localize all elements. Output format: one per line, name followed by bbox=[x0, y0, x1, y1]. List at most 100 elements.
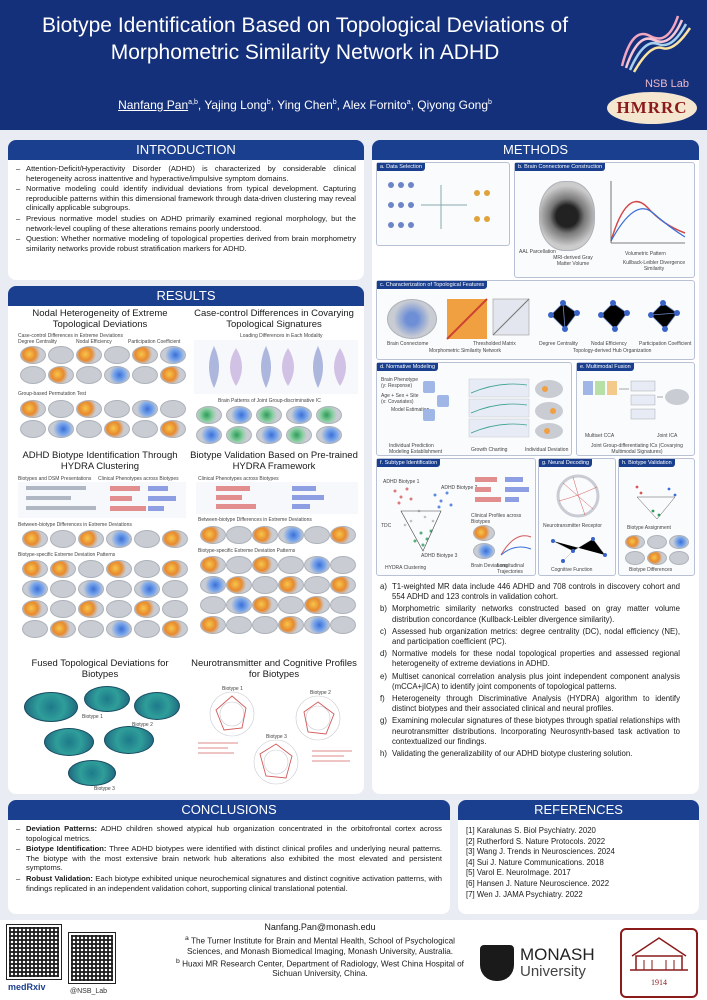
mri-image bbox=[539, 181, 595, 251]
conclusions-heading: CONCLUSIONS bbox=[8, 800, 450, 820]
poster-header: Biotype Identification Based on Topologi… bbox=[0, 0, 707, 130]
brain-map bbox=[330, 526, 356, 544]
list-item: Deviation Patterns: ADHD children showed… bbox=[16, 824, 442, 843]
brain-map bbox=[106, 600, 132, 618]
brain-map bbox=[20, 366, 46, 384]
results-subtitle: ADHD Biotype Identification Through HYDR… bbox=[22, 450, 178, 472]
medrxiv-logo: medRxiv bbox=[8, 982, 46, 992]
brain-map bbox=[278, 556, 304, 574]
figure-label: Biotype 3 bbox=[94, 786, 115, 792]
figure-label: Brain Phenotype (y: Response) bbox=[381, 377, 418, 389]
brain-map bbox=[669, 535, 689, 549]
brain-map bbox=[50, 620, 76, 638]
hydra-scatter bbox=[393, 487, 453, 552]
brain-map bbox=[48, 420, 74, 438]
contact-email[interactable]: Nanfang.Pan@monash.edu bbox=[264, 922, 376, 932]
figure-label: Biotype 2 bbox=[132, 722, 153, 728]
item-text: Three ADHD biotypes were identified with… bbox=[26, 844, 443, 873]
method-box: g. Neural Decoding Neurotransmitter Rece… bbox=[538, 458, 616, 576]
brain-map bbox=[134, 692, 180, 720]
brain-map bbox=[226, 556, 252, 574]
brain-map bbox=[278, 526, 304, 544]
brain-map bbox=[304, 576, 330, 594]
item-letter: e) bbox=[380, 671, 387, 681]
brain-map bbox=[196, 426, 222, 444]
method-label: g. Neural Decoding bbox=[539, 459, 593, 467]
results-heading: RESULTS bbox=[8, 286, 364, 306]
introduction-panel: INTRODUCTION Attention-Deficit/Hyperacti… bbox=[8, 140, 364, 280]
figure-label: Morphometric Similarity Network bbox=[429, 348, 501, 354]
item-letter: a) bbox=[380, 582, 387, 591]
brain-map bbox=[647, 535, 667, 549]
brain-map bbox=[48, 366, 74, 384]
brain-map bbox=[304, 556, 330, 574]
brain-map bbox=[84, 686, 130, 712]
brain-map bbox=[106, 560, 132, 578]
medrxiv-qr-code[interactable] bbox=[6, 924, 62, 980]
poster-title: Biotype Identification Based on Topologi… bbox=[41, 14, 569, 64]
brain-map bbox=[196, 406, 222, 424]
list-item: [6] Hansen J. Nature Neuroscience. 2022 bbox=[466, 878, 610, 888]
list-item: d)Normative models for these nodal topol… bbox=[380, 649, 680, 669]
brain-map bbox=[78, 560, 104, 578]
brain-map bbox=[106, 530, 132, 548]
fusion-diagram bbox=[583, 380, 689, 420]
item-letter: b) bbox=[380, 604, 387, 614]
brain-map bbox=[226, 426, 252, 444]
figure-label: ADHD Biotype 3 bbox=[421, 553, 458, 559]
brain-map bbox=[473, 543, 495, 559]
figure-label: Individual Prediction Modeling Establish… bbox=[389, 443, 443, 455]
brain-map bbox=[132, 346, 158, 364]
brain-map bbox=[134, 530, 160, 548]
figure-label: Thresholded Matrix bbox=[473, 341, 516, 347]
figure-label: Volumetric Pattern bbox=[625, 251, 666, 257]
references-panel: REFERENCES [1] Karalunas S. Biol Psychia… bbox=[458, 800, 699, 914]
figure-label: MRI-derived Gray Matter Volume bbox=[553, 255, 593, 267]
item-lead: Robust Validation: bbox=[26, 873, 93, 883]
author-name: Nanfang Pan bbox=[118, 98, 189, 112]
brain-map bbox=[278, 576, 304, 594]
method-label: e. Multimodal Fusion bbox=[577, 363, 634, 371]
brain-map bbox=[76, 346, 102, 364]
figure-label: Biotype Differences bbox=[629, 567, 673, 573]
brain-map bbox=[160, 420, 186, 438]
author-list: Nanfang Pana,b, Yajing Longb, Ying Chenb… bbox=[118, 98, 492, 112]
item-text: Morphometric similarity networks constru… bbox=[392, 604, 680, 624]
figure-label: Clinical Profiles across Biotypes bbox=[471, 513, 522, 525]
author-name: Ying Chen bbox=[277, 98, 333, 112]
brain-map bbox=[160, 366, 186, 384]
item-text: T1-weighted MR data include 446 ADHD and… bbox=[392, 582, 680, 602]
affiliation-a: The Turner Institute for Brain and Menta… bbox=[186, 936, 455, 956]
brain-map bbox=[104, 726, 154, 754]
figure-label: Clinical Phenotypes across Biotypes bbox=[198, 476, 279, 482]
brain-map bbox=[278, 616, 304, 634]
brain-map bbox=[625, 535, 645, 549]
brain-map bbox=[50, 600, 76, 618]
results-subtitle: Nodal Heterogeneity of Extreme Topologic… bbox=[32, 308, 168, 330]
list-item: Robust Validation: Each biotype exhibite… bbox=[16, 874, 442, 893]
item-text: Assessed hub organization metrics: degre… bbox=[392, 626, 680, 647]
brain-map bbox=[106, 620, 132, 638]
figure-label: Nodal Efficiency bbox=[591, 341, 627, 347]
figure-label: Neurotransmitter Receptor bbox=[543, 523, 602, 529]
method-label: h. Biotype Validation bbox=[619, 459, 675, 467]
validation-bar-chart bbox=[196, 482, 358, 514]
brain-map bbox=[132, 366, 158, 384]
nsb-lab-qr-code[interactable] bbox=[68, 932, 116, 984]
radar-plots bbox=[198, 691, 352, 785]
figure-label: Topology-derived Hub Organization bbox=[573, 348, 652, 354]
list-item: [7] Wen J. JAMA Psychiatry. 2022 bbox=[466, 889, 583, 899]
biotype-bar-chart bbox=[18, 482, 186, 518]
item-text: ADHD children showed atypical hub organi… bbox=[26, 824, 442, 843]
list-item: f)Heterogeneity through Discriminative A… bbox=[380, 694, 680, 714]
list-item: h)Validating the generalizability of our… bbox=[380, 749, 680, 759]
brain-map bbox=[134, 560, 160, 578]
volumetric-curve bbox=[610, 181, 686, 244]
figure-label: Between-biotype Differences in Extreme D… bbox=[198, 517, 312, 523]
method-label: a. Data Selection bbox=[377, 163, 425, 171]
figure-label: Biotype 3 bbox=[266, 734, 287, 740]
brain-map bbox=[286, 426, 312, 444]
brain-map bbox=[20, 400, 46, 418]
item-text: Examining molecular signatures of these … bbox=[392, 716, 680, 746]
brain-map bbox=[162, 580, 188, 598]
